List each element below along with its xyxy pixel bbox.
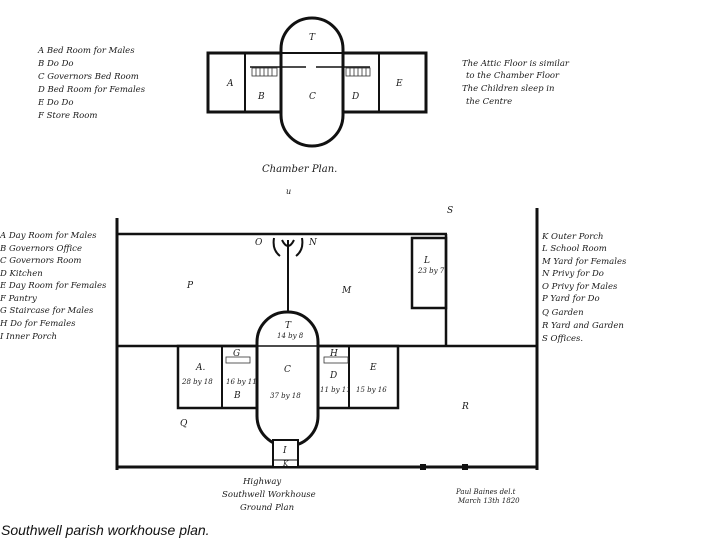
legend-item: S Offices. (542, 334, 583, 344)
porch (272, 439, 299, 468)
school-room (410, 236, 448, 310)
area-label: N (308, 238, 318, 248)
room-label: H (329, 349, 338, 359)
dimension-label: 15 by 16 (356, 386, 387, 394)
note-line: The Attic Floor is similar (462, 59, 570, 69)
drawing-date: March 13th 1820 (457, 497, 520, 505)
legend-item: P Yard for Do (541, 294, 600, 304)
legend-item: B Governors Office (0, 244, 82, 254)
staircase-hatch-right (345, 67, 371, 77)
chamber-legend: A Bed Room for Males B Do Do C Governors… (37, 46, 146, 121)
legend-item: F Store Room (37, 111, 97, 121)
chamber-mark: u (286, 187, 291, 196)
chamber-plan: T A B C D E Chamber Plan. u (206, 16, 428, 196)
legend-item: M Yard for Females (541, 257, 627, 267)
note-line: the Centre (466, 97, 512, 107)
room-label: A. (195, 363, 205, 373)
area-label: Q (180, 419, 188, 429)
chamber-central-oval (279, 16, 345, 148)
ground-plan: O N P M S L 23 by 7 Q R T 14 by 8 A. 28 … (115, 206, 539, 513)
attic-note: The Attic Floor is similar to the Chambe… (462, 59, 570, 107)
area-label: P (186, 281, 194, 291)
legend-item: K Outer Porch (541, 232, 604, 242)
legend-item: D Bed Room for Females (37, 85, 146, 95)
area-label: O (255, 238, 263, 248)
legend-item: Q Garden (542, 308, 584, 318)
dimension-label: 16 by 11 (226, 378, 257, 386)
room-label: I (282, 446, 287, 456)
privies (272, 237, 304, 257)
legend-item: N Privy for Do (541, 269, 604, 279)
ground-plan-subtitle: Ground Plan (240, 503, 294, 513)
legend-item: E Day Room for Females (0, 281, 107, 291)
dimension-label: 28 by 18 (181, 378, 213, 386)
dimension-label: 37 by 18 (270, 392, 301, 400)
legend-item: A Bed Room for Males (37, 46, 135, 56)
room-label: B (233, 391, 241, 401)
room-label: E (395, 79, 403, 89)
legend-item: L School Room (541, 244, 607, 254)
dimension-label: 14 by 8 (277, 332, 304, 340)
legend-item: E Do Do (37, 98, 73, 108)
area-label: S (447, 206, 453, 216)
legend-item: H Do for Females (0, 319, 76, 329)
legend-item: B Do Do (37, 59, 74, 69)
room-label: C (309, 92, 316, 102)
legend-item: C Governors Room (0, 256, 81, 266)
room-label: C (284, 365, 291, 375)
room-label: K (282, 460, 289, 468)
area-label: R (461, 402, 469, 412)
figure-caption: Southwell parish workhouse plan. (1, 522, 210, 538)
room-label: G (233, 349, 240, 359)
legend-item: O Privy for Males (542, 282, 618, 292)
legend-item: A Day Room for Males (0, 231, 97, 241)
note-line: The Children sleep in (462, 84, 554, 94)
legend-item: C Governors Bed Room (38, 72, 139, 82)
room-label: E (369, 363, 377, 373)
staircase-hatch-left (225, 356, 251, 364)
room-label: B (257, 92, 265, 102)
room-label: T (309, 33, 316, 43)
staircase-hatch-left (251, 67, 278, 77)
ground-plan-title: Southwell Workhouse (222, 490, 316, 500)
legend-item: R Yard and Garden (541, 321, 624, 331)
legend-item: D Kitchen (0, 269, 43, 279)
area-label: L (423, 256, 430, 266)
room-label: T (285, 321, 292, 331)
highway-label: Highway (242, 477, 281, 487)
staircase-hatch-right (323, 356, 349, 364)
legend-item: I Inner Porch (0, 332, 57, 342)
dimension-label: 23 by 7 (417, 267, 445, 275)
ground-legend-right: K Outer Porch L School Room M Yard for F… (541, 232, 627, 344)
ground-legend-left: A Day Room for Males B Governors Office … (0, 231, 107, 342)
note-line: to the Chamber Floor (466, 71, 560, 81)
dimension-label: 11 by 11 (320, 386, 351, 394)
room-label: D (351, 92, 359, 102)
room-label: A (226, 79, 234, 89)
legend-item: G Staircase for Males (0, 306, 94, 316)
left-wing (176, 344, 260, 410)
chamber-plan-title: Chamber Plan. (262, 164, 337, 175)
area-label: M (341, 286, 352, 296)
signature: Paul Baines del.t (455, 488, 516, 496)
legend-item: F Pantry (0, 294, 37, 304)
room-label: D (329, 371, 337, 381)
